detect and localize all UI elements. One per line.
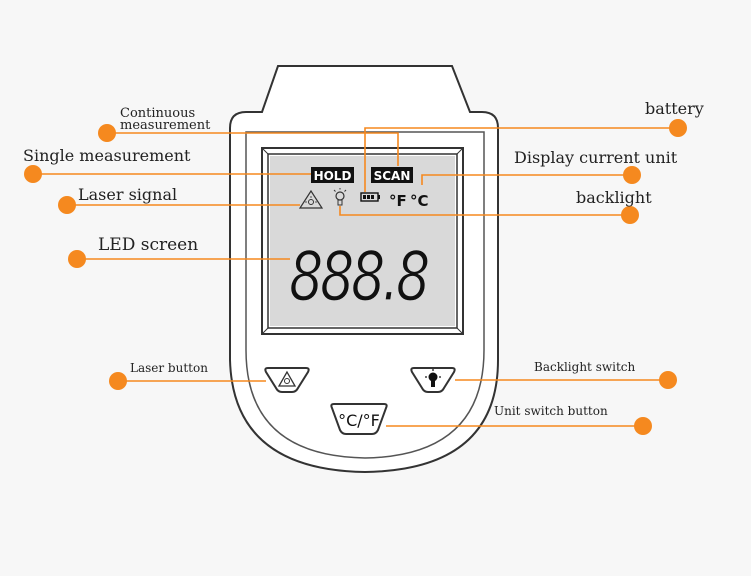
backlight-dot	[621, 206, 639, 224]
led-screen-dot	[68, 250, 86, 268]
battery-line	[364, 127, 678, 192]
laser-signal-dot	[58, 196, 76, 214]
battery-dot	[669, 119, 687, 137]
scan-badge	[371, 167, 413, 183]
lcd-digits: 888.8	[289, 238, 428, 317]
label-battery: battery	[645, 99, 704, 118]
label-laser-button: Laser button	[130, 361, 208, 375]
continuous-line	[107, 132, 399, 166]
backlight-button[interactable]	[410, 367, 456, 393]
label-laser-signal: Laser signal	[78, 185, 177, 204]
backlight-switch-dot	[659, 371, 677, 389]
display-unit-dot	[623, 166, 641, 184]
battery-icon	[360, 192, 380, 202]
lcd-screen	[270, 156, 455, 326]
laser-button[interactable]	[264, 367, 310, 393]
label-continuous-1: Continuous	[120, 106, 195, 121]
label-single: Single measurement	[23, 146, 191, 165]
label-led-screen: LED screen	[98, 235, 198, 255]
unit-switch-dot	[634, 417, 652, 435]
device-inner-rim	[245, 131, 485, 459]
leader-lines	[33, 127, 678, 427]
unit-switch-button[interactable]: °C/°F	[330, 403, 388, 435]
label-backlight-switch: Backlight switch	[534, 360, 635, 374]
display-unit-line	[421, 174, 632, 185]
callout-dots	[24, 119, 687, 435]
hold-badge	[311, 167, 354, 183]
scan-text: SCAN	[374, 169, 411, 183]
continuous-dot	[98, 124, 116, 142]
unit-c-text: °C	[410, 192, 429, 210]
single-dot	[24, 165, 42, 183]
unit-f-text: °F	[389, 192, 407, 210]
laser-warning-icon	[298, 189, 324, 209]
laser-triangle-icon	[277, 370, 297, 387]
lcd-bezel-inner	[267, 153, 458, 329]
hold-text: HOLD	[314, 169, 352, 183]
label-backlight: backlight	[576, 188, 652, 207]
bulb-icon	[333, 188, 347, 206]
label-continuous-2: measurement	[120, 118, 211, 133]
laser-button-dot	[109, 372, 127, 390]
bulb-icon	[425, 369, 441, 387]
unit-switch-label: °C/°F	[338, 411, 380, 430]
backlight-line	[339, 206, 630, 216]
label-display-unit: Display current unit	[514, 148, 678, 167]
label-unit-switch: Unit switch button	[494, 404, 608, 418]
